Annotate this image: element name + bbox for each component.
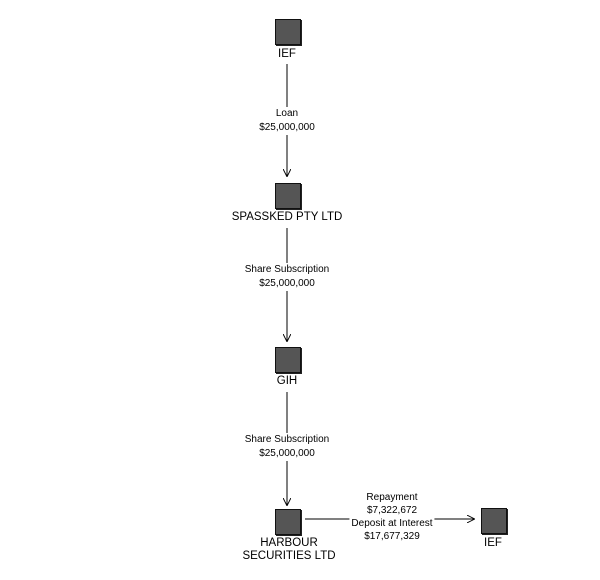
node-spassked-box xyxy=(275,183,301,209)
edge-label-repayment-amount: $7,322,672 xyxy=(366,505,418,516)
edge-label-loan: Loan $25,000,000 xyxy=(257,107,317,135)
edge-label-share-subscription-2: Share Subscription $25,000,000 xyxy=(242,433,332,461)
node-gih-box xyxy=(275,347,301,373)
edge-label-share-subscription-1: Share Subscription $25,000,000 xyxy=(242,263,332,291)
edge-label-share-subscription-2-title: Share Subscription xyxy=(244,434,330,445)
node-gih-label: GIH xyxy=(276,375,298,387)
edge-label-share-subscription-2-amount: $25,000,000 xyxy=(259,448,315,459)
node-ief-top-box xyxy=(275,19,301,45)
edge-label-loan-title: Loan xyxy=(275,108,299,119)
edge-label-share-subscription-1-amount: $25,000,000 xyxy=(259,278,315,289)
edge-label-loan-amount: $25,000,000 xyxy=(259,122,315,133)
edge-label-repayment-deposit: Repayment $7,322,672 Deposit at Interest… xyxy=(349,491,435,543)
node-harbour-label-line1: HARBOUR xyxy=(260,537,318,549)
node-ief-right-label: IEF xyxy=(484,537,502,549)
edge-label-deposit-amount: $17,677,329 xyxy=(364,531,420,542)
node-ief-right-box xyxy=(481,508,507,534)
edge-label-share-subscription-1-title: Share Subscription xyxy=(244,264,330,275)
node-harbour-label-line2: SECURITIES LTD xyxy=(242,550,336,562)
node-harbour-label: HARBOUR SECURITIES LTD xyxy=(242,537,335,563)
node-ief-top-label: IEF xyxy=(278,48,296,60)
edge-label-repayment-title: Repayment xyxy=(366,492,418,503)
node-harbour-box xyxy=(275,509,301,535)
edge-label-deposit-title: Deposit at Interest xyxy=(351,518,433,529)
node-spassked-label: SPASSKED PTY LTD xyxy=(231,211,343,223)
